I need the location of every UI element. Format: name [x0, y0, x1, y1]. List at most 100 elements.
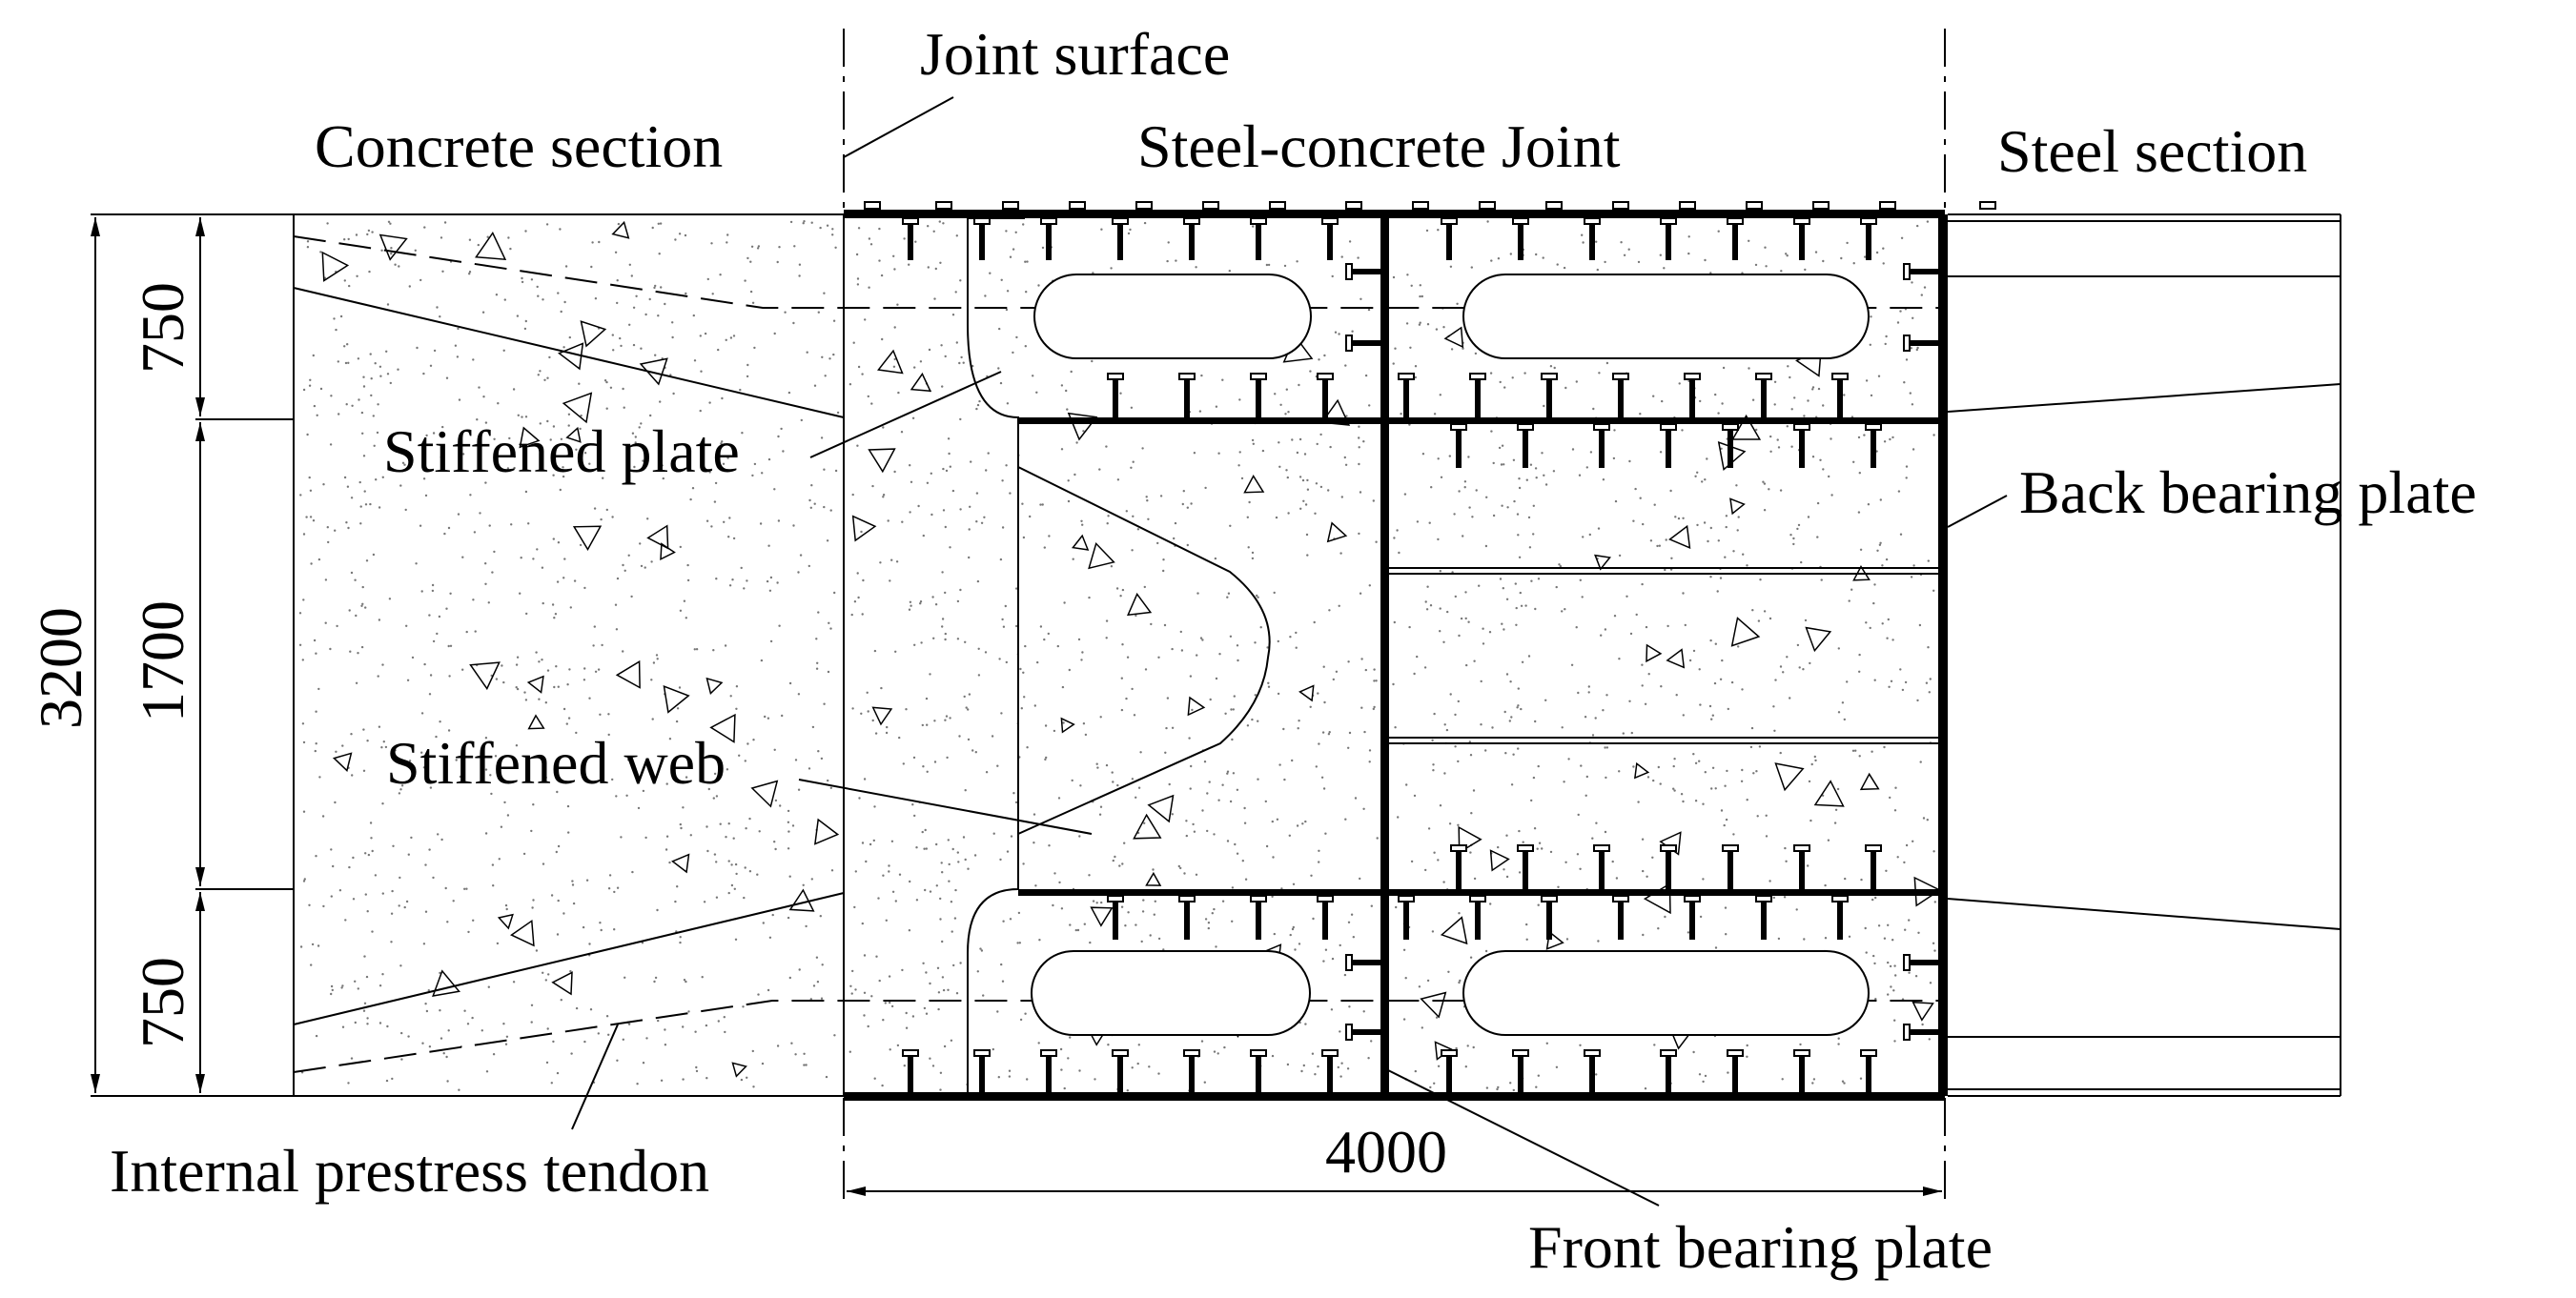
concrete-dot [1664, 568, 1666, 572]
concrete-dot [1362, 1010, 1365, 1013]
concrete-dot [480, 1029, 483, 1032]
concrete-dot [556, 1071, 560, 1075]
concrete-dot [1060, 448, 1064, 451]
concrete-dot [941, 625, 944, 628]
concrete-dot [1001, 526, 1005, 529]
concrete-dot [1509, 680, 1512, 683]
concrete-dot [1295, 631, 1298, 635]
concrete-dot [1534, 720, 1537, 723]
concrete-dot [501, 664, 503, 667]
concrete-dot [557, 899, 560, 903]
concrete-dot [705, 519, 709, 522]
concrete-dot [334, 529, 337, 532]
concrete-dot [615, 795, 618, 798]
concrete-dot [1467, 620, 1470, 623]
concrete-dot [1092, 272, 1094, 274]
concrete-dot [1571, 448, 1575, 451]
concrete-dot [1016, 942, 1019, 944]
concrete-dot [632, 343, 636, 347]
concrete-dot [1193, 830, 1196, 833]
concrete-dot [1833, 821, 1837, 824]
concrete-dot [344, 361, 348, 365]
concrete-dot [1776, 438, 1779, 441]
concrete-dot [1240, 477, 1244, 480]
concrete-dot [1409, 346, 1412, 349]
concrete-dot [1162, 569, 1165, 573]
concrete-dot [980, 949, 984, 952]
concrete-dot [958, 361, 961, 365]
concrete-dot [1659, 782, 1662, 785]
concrete-dot [857, 596, 860, 599]
concrete-dot [1039, 625, 1043, 628]
concrete-dot [421, 1042, 424, 1044]
concrete-dot [1520, 707, 1523, 711]
concrete-dot [664, 1028, 666, 1031]
concrete-dot [484, 582, 487, 585]
concrete-dot [1324, 948, 1328, 951]
concrete-dot [468, 238, 472, 241]
concrete-dot [1613, 615, 1617, 618]
concrete-dot [425, 1009, 429, 1013]
concrete-dot [743, 896, 746, 900]
concrete-dot [761, 472, 764, 475]
concrete-dot [1723, 823, 1726, 827]
concrete-dot [428, 693, 432, 696]
concrete-dot [1289, 636, 1292, 639]
shear-stud [1450, 423, 1467, 468]
concrete-dot [1708, 704, 1712, 708]
concrete-dot [658, 434, 661, 437]
concrete-dot [1893, 964, 1896, 967]
concrete-dot [1229, 635, 1233, 638]
bearing-plates [1380, 214, 1948, 1096]
aggregate-triangle [1072, 534, 1090, 551]
concrete-dot [536, 285, 539, 289]
concrete-dot [419, 278, 422, 282]
concrete-dot [1204, 918, 1208, 921]
concrete-dot [1584, 794, 1587, 797]
concrete-dot [781, 714, 784, 718]
concrete-dot [1486, 220, 1489, 223]
concrete-dot [1339, 1030, 1341, 1033]
concrete-dot [1439, 570, 1442, 573]
concrete-dot [1231, 920, 1234, 923]
concrete-dot [944, 591, 947, 595]
concrete-dot [422, 372, 425, 375]
concrete-dot [447, 644, 450, 648]
concrete-dot [717, 348, 720, 352]
concrete-dot [1006, 290, 1010, 293]
concrete-dot [1458, 490, 1461, 493]
concrete-dot [1585, 775, 1589, 779]
concrete-dot [1314, 512, 1317, 515]
concrete-dot [979, 947, 982, 950]
labels: Joint surface Concrete section Steel-con… [27, 20, 2477, 1281]
concrete-dot [1777, 937, 1781, 941]
concrete-dot [999, 558, 1003, 561]
concrete-dot [1704, 1074, 1707, 1078]
concrete-dot [997, 367, 1000, 370]
concrete-dot [653, 980, 656, 984]
concrete-dot [1248, 500, 1251, 504]
concrete-dot [799, 554, 803, 557]
concrete-dot [1460, 617, 1463, 620]
concrete-dot [934, 267, 937, 271]
concrete-dot [1171, 813, 1175, 816]
concrete-dot [1140, 940, 1143, 943]
concrete-dot [1450, 348, 1454, 351]
shear-stud [1398, 895, 1415, 940]
concrete-dot [585, 879, 589, 882]
concrete-dot [1594, 717, 1597, 720]
concrete-dot [1106, 522, 1109, 525]
concrete-dot [1406, 274, 1409, 276]
concrete-dot [1850, 588, 1853, 591]
concrete-dot [1756, 815, 1759, 818]
concrete-dot [612, 349, 615, 352]
concrete-dot [616, 301, 619, 305]
concrete-dot [1360, 706, 1363, 709]
concrete-dot [656, 658, 659, 660]
concrete-dot [1589, 451, 1593, 454]
concrete-dot [1652, 779, 1655, 782]
concrete-dot [497, 402, 500, 405]
concrete-dot [640, 564, 644, 568]
concrete-dot [1714, 946, 1718, 949]
concrete-dot [1537, 903, 1540, 906]
